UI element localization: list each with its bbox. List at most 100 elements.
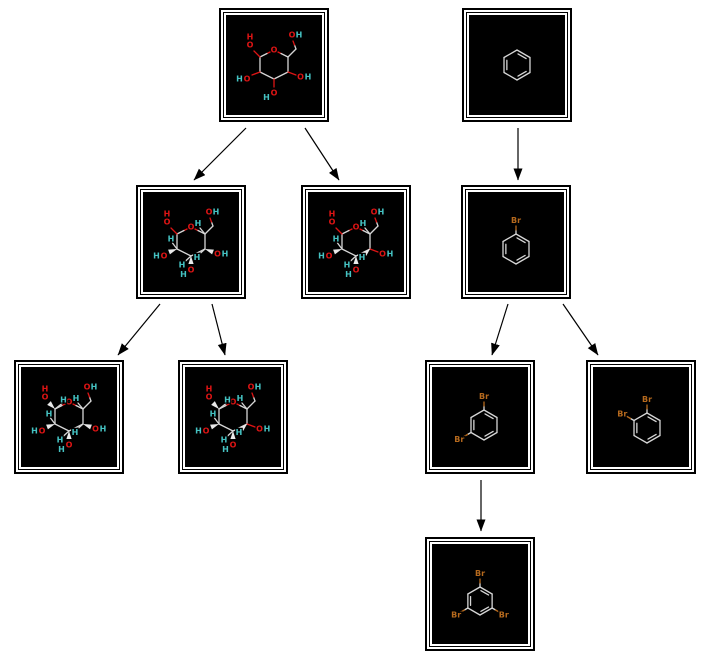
svg-text:Br: Br xyxy=(642,395,652,404)
svg-text:Br: Br xyxy=(479,392,489,401)
edge-glucose-stereo-left-to-glucose-full-left xyxy=(117,303,161,356)
svg-text:O: O xyxy=(379,250,386,259)
edge-glucose-root-to-glucose-stereo-right xyxy=(304,127,340,181)
svg-text:O: O xyxy=(256,425,263,434)
svg-text:H: H xyxy=(206,385,213,394)
svg-text:O: O xyxy=(247,41,254,50)
svg-text:H: H xyxy=(359,253,366,262)
svg-text:Br: Br xyxy=(617,409,627,418)
svg-text:H: H xyxy=(247,33,254,42)
svg-text:O: O xyxy=(39,427,46,436)
svg-text:H: H xyxy=(91,383,98,392)
svg-text:H: H xyxy=(237,394,244,403)
svg-text:O: O xyxy=(353,266,360,275)
benzene-structure xyxy=(503,49,531,81)
svg-text:H: H xyxy=(58,445,65,454)
svg-text:O: O xyxy=(188,223,195,232)
svg-text:Br: Br xyxy=(451,610,461,619)
bromobenzene-structure: Br xyxy=(502,215,530,265)
svg-text:O: O xyxy=(329,218,336,227)
svg-text:O: O xyxy=(271,46,278,55)
svg-text:H: H xyxy=(264,425,271,434)
svg-text:H: H xyxy=(222,250,229,259)
svg-text:O: O xyxy=(230,441,237,450)
node-inner-frame: Br xyxy=(465,189,567,295)
svg-text:H: H xyxy=(195,427,202,436)
svg-text:H: H xyxy=(179,261,186,270)
svg-text:O: O xyxy=(297,73,304,82)
svg-text:H: H xyxy=(164,210,171,219)
svg-text:O: O xyxy=(84,383,91,392)
svg-text:O: O xyxy=(326,252,333,261)
svg-text:O: O xyxy=(66,398,73,407)
svg-text:H: H xyxy=(73,394,80,403)
svg-text:H: H xyxy=(194,253,201,262)
svg-text:H: H xyxy=(263,93,270,102)
svg-text:O: O xyxy=(289,31,296,40)
svg-text:H: H xyxy=(210,410,217,419)
svg-text:H: H xyxy=(378,208,385,217)
svg-text:O: O xyxy=(203,427,210,436)
svg-text:O: O xyxy=(42,393,49,402)
svg-text:H: H xyxy=(296,31,303,40)
svg-text:H: H xyxy=(100,425,107,434)
svg-text:O: O xyxy=(371,208,378,217)
svg-text:H: H xyxy=(72,428,79,437)
svg-text:O: O xyxy=(164,218,171,227)
svg-text:O: O xyxy=(271,89,278,98)
svg-text:H: H xyxy=(236,75,243,84)
svg-text:Br: Br xyxy=(511,216,521,225)
svg-text:H: H xyxy=(46,410,53,419)
molecule-image: Br xyxy=(468,192,564,292)
svg-text:H: H xyxy=(344,261,351,270)
svg-text:H: H xyxy=(57,436,64,445)
node-inner-frame xyxy=(466,12,568,118)
svg-text:H: H xyxy=(236,428,243,437)
svg-text:Br: Br xyxy=(475,569,485,578)
svg-text:Br: Br xyxy=(454,435,464,444)
svg-text:O: O xyxy=(214,250,221,259)
svg-text:H: H xyxy=(60,396,67,405)
svg-text:H: H xyxy=(255,383,262,392)
svg-text:H: H xyxy=(329,210,336,219)
svg-text:O: O xyxy=(206,208,213,217)
svg-text:O: O xyxy=(248,383,255,392)
svg-text:O: O xyxy=(92,425,99,434)
node-bromobenzene: Br xyxy=(461,185,571,299)
svg-text:O: O xyxy=(353,223,360,232)
node-benzene xyxy=(462,8,572,122)
svg-text:H: H xyxy=(31,427,38,436)
molecule-image xyxy=(469,15,565,115)
svg-text:H: H xyxy=(360,219,367,228)
svg-text:O: O xyxy=(66,441,73,450)
svg-text:H: H xyxy=(305,73,312,82)
